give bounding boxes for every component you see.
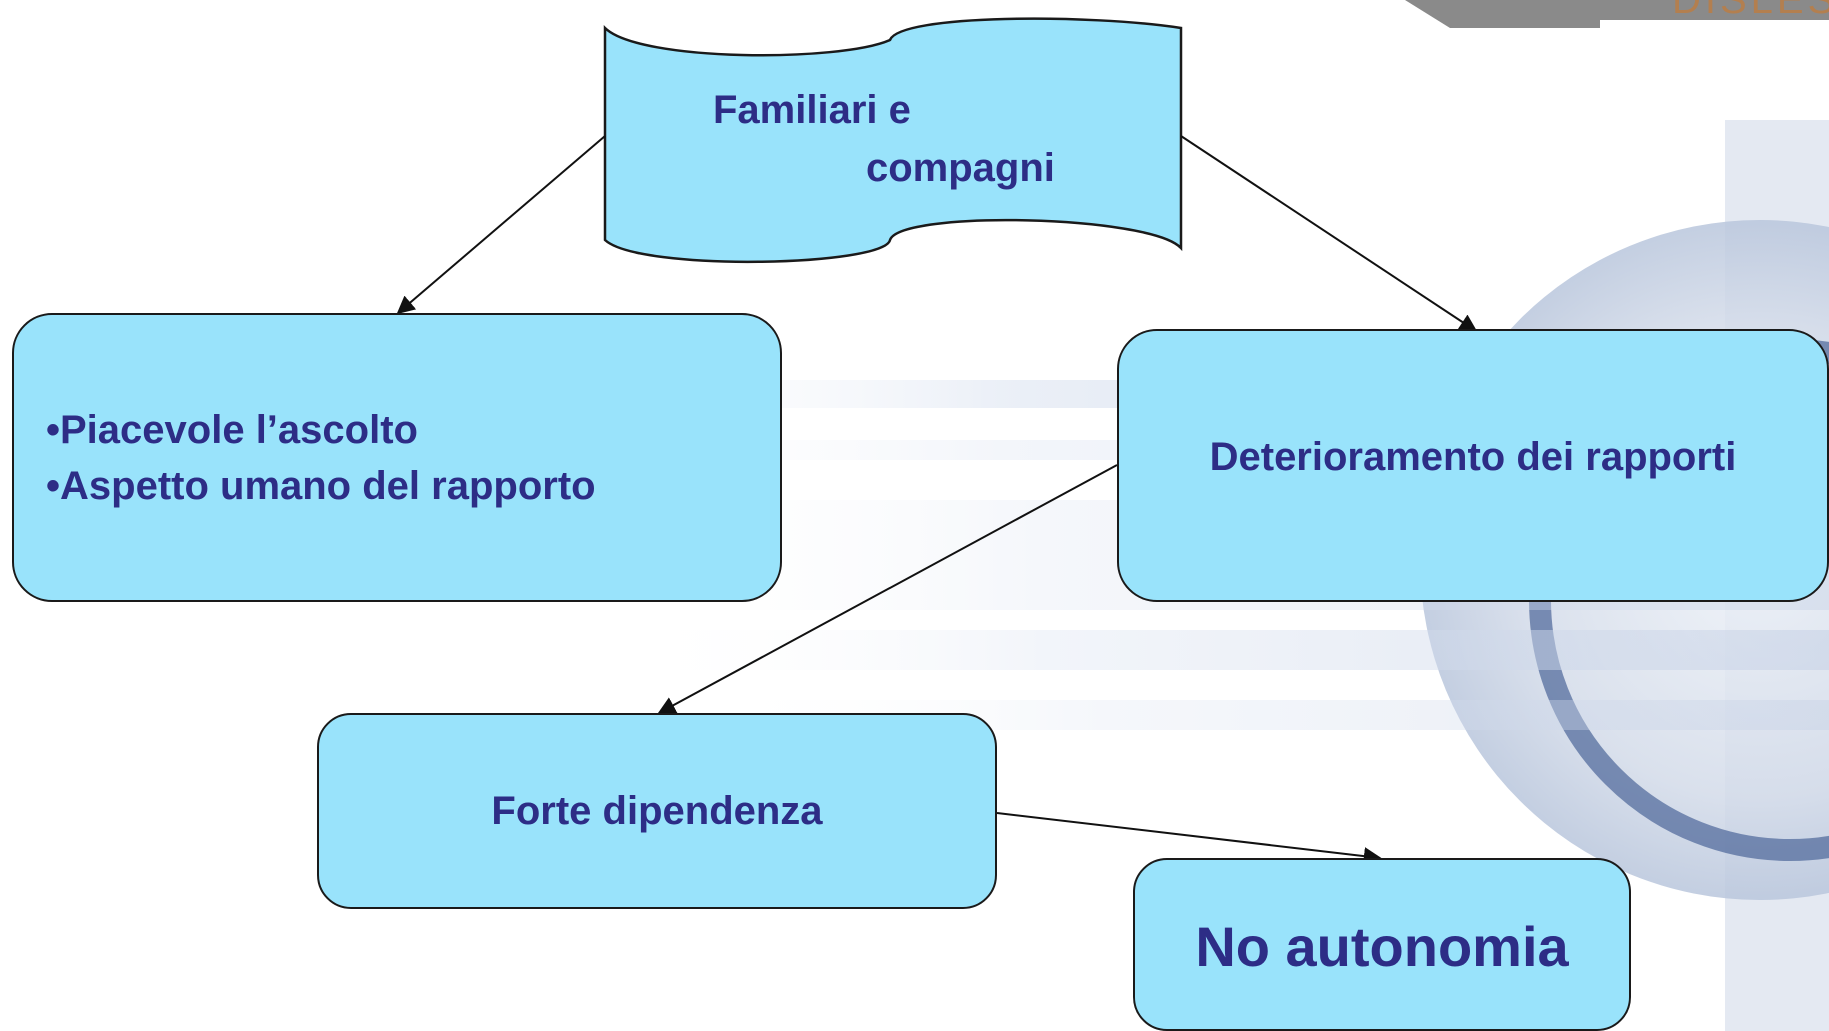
banner-label-line-2: compagni bbox=[866, 146, 1055, 190]
banner-shape bbox=[603, 17, 1183, 263]
right-node-label: Deterioramento dei rapporti bbox=[1209, 435, 1737, 479]
node-right: Deterioramento dei rapporti bbox=[1117, 329, 1829, 602]
node-middle: Forte dipendenza bbox=[317, 713, 997, 909]
banner-label-line-1: Familiari e bbox=[713, 88, 911, 132]
edge-right-to-middle bbox=[657, 464, 1118, 714]
edge-banner-to-right bbox=[1180, 135, 1478, 332]
logo-backdrop bbox=[1600, 20, 1829, 110]
stripe-4 bbox=[620, 630, 1829, 670]
left-node-line-2: •Aspetto umano del rapporto bbox=[46, 463, 596, 508]
middle-node-label: Forte dipendenza bbox=[491, 788, 823, 833]
edge-middle-to-bottom bbox=[996, 812, 1382, 866]
logo-text: DISLESS bbox=[1672, 0, 1829, 22]
bottom-node-label: No autonomia bbox=[1195, 915, 1569, 978]
node-bottom: No autonomia bbox=[1133, 858, 1631, 1031]
edge-banner-to-left bbox=[396, 135, 606, 315]
left-node-line-1: •Piacevole l’ascolto bbox=[46, 407, 418, 452]
node-left: •Piacevole l’ascolto •Aspetto umano del … bbox=[12, 313, 782, 602]
